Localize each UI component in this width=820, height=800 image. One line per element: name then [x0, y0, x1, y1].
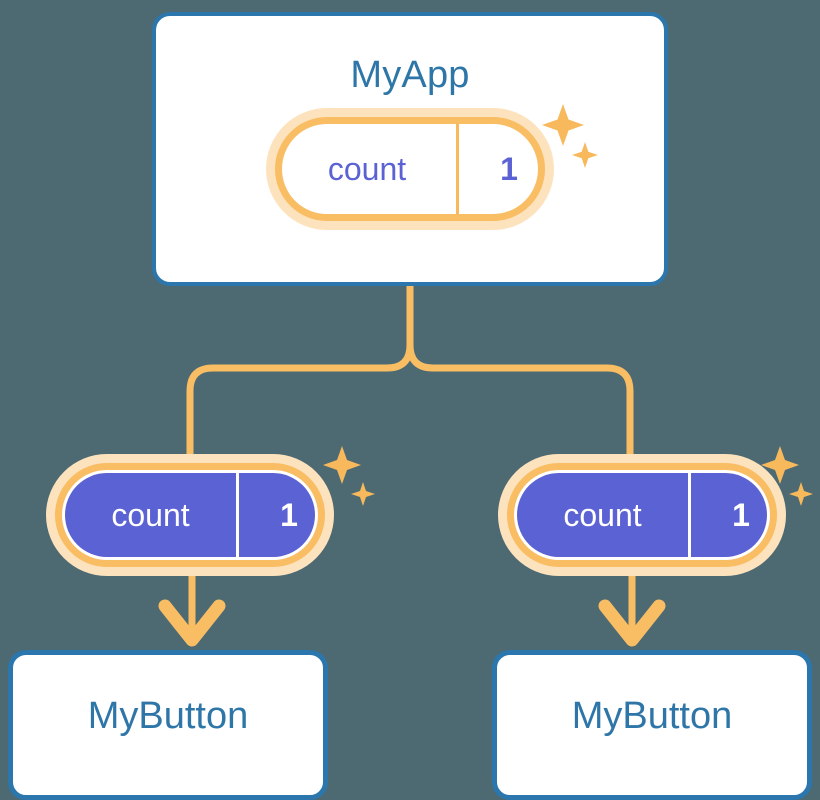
- state-key-label: count: [563, 496, 642, 533]
- state-pill-left[interactable]: count 1: [46, 454, 334, 576]
- button-component-card-left[interactable]: MyButton: [8, 650, 328, 800]
- state-value-label: 1: [236, 473, 315, 557]
- arrow-head-right: [598, 599, 666, 647]
- arrow-head-left: [158, 599, 226, 647]
- state-pill-app-body: count 1: [275, 117, 545, 221]
- state-value-label: 1: [688, 473, 767, 557]
- state-value-label: 1: [456, 124, 538, 214]
- button-component-card-right[interactable]: MyButton: [492, 650, 812, 800]
- connector-branch-path: [186, 282, 414, 458]
- state-pill-right[interactable]: count 1: [498, 454, 786, 576]
- state-pill-app[interactable]: count 1: [266, 108, 554, 230]
- diagram-canvas: MyApp count 1 count 1 MyButton: [8, 12, 813, 800]
- button-component-title: MyButton: [571, 695, 733, 737]
- state-key-label: count: [327, 150, 407, 187]
- state-pill-right-fill: count 1: [517, 473, 767, 557]
- state-pill-right-body: count 1: [507, 463, 777, 567]
- button-component-title: MyButton: [87, 695, 249, 737]
- state-pill-left-body: count 1: [55, 463, 325, 567]
- app-component-title: MyApp: [350, 54, 470, 96]
- connector-branch-path: [406, 341, 634, 458]
- state-pill-left-fill: count 1: [65, 473, 315, 557]
- state-key-label: count: [111, 496, 190, 533]
